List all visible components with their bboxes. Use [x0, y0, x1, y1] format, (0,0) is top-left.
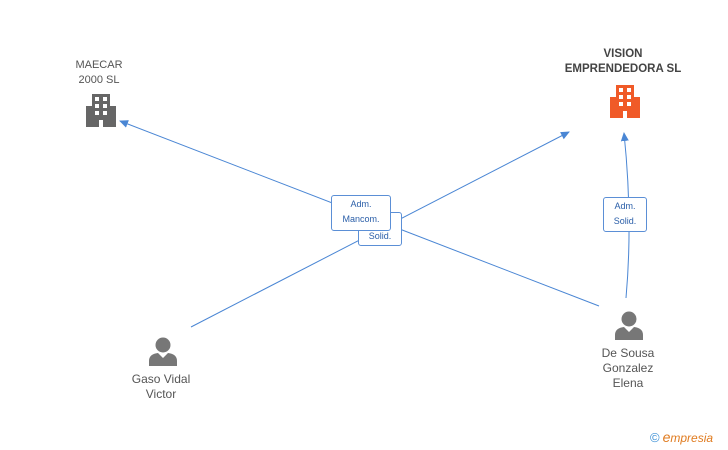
- copyright-icon: ©: [650, 430, 660, 445]
- node-label-maecar: MAECAR 2000 SL: [75, 59, 123, 86]
- node-label-desousa: De Sousa Gonzalez Elena: [601, 346, 655, 390]
- brand-initial: e: [662, 429, 671, 445]
- node-label-vision: VISION EMPRENDEDORA SL: [564, 48, 682, 75]
- building-icon[interactable]: [610, 85, 640, 123]
- relation-badge-adm-solid[interactable]: Adm. Solid.: [603, 197, 647, 232]
- building-icon[interactable]: [86, 94, 116, 132]
- node-label-gaso: Gaso Vidal Victor: [131, 372, 191, 401]
- relation-badge-adm-mancom[interactable]: Adm. Mancom.: [331, 195, 391, 231]
- person-icon[interactable]: [614, 311, 644, 345]
- brand-name: mpresia: [670, 431, 714, 445]
- person-icon[interactable]: [148, 337, 178, 371]
- empresia-logo: ©empresia: [650, 429, 713, 445]
